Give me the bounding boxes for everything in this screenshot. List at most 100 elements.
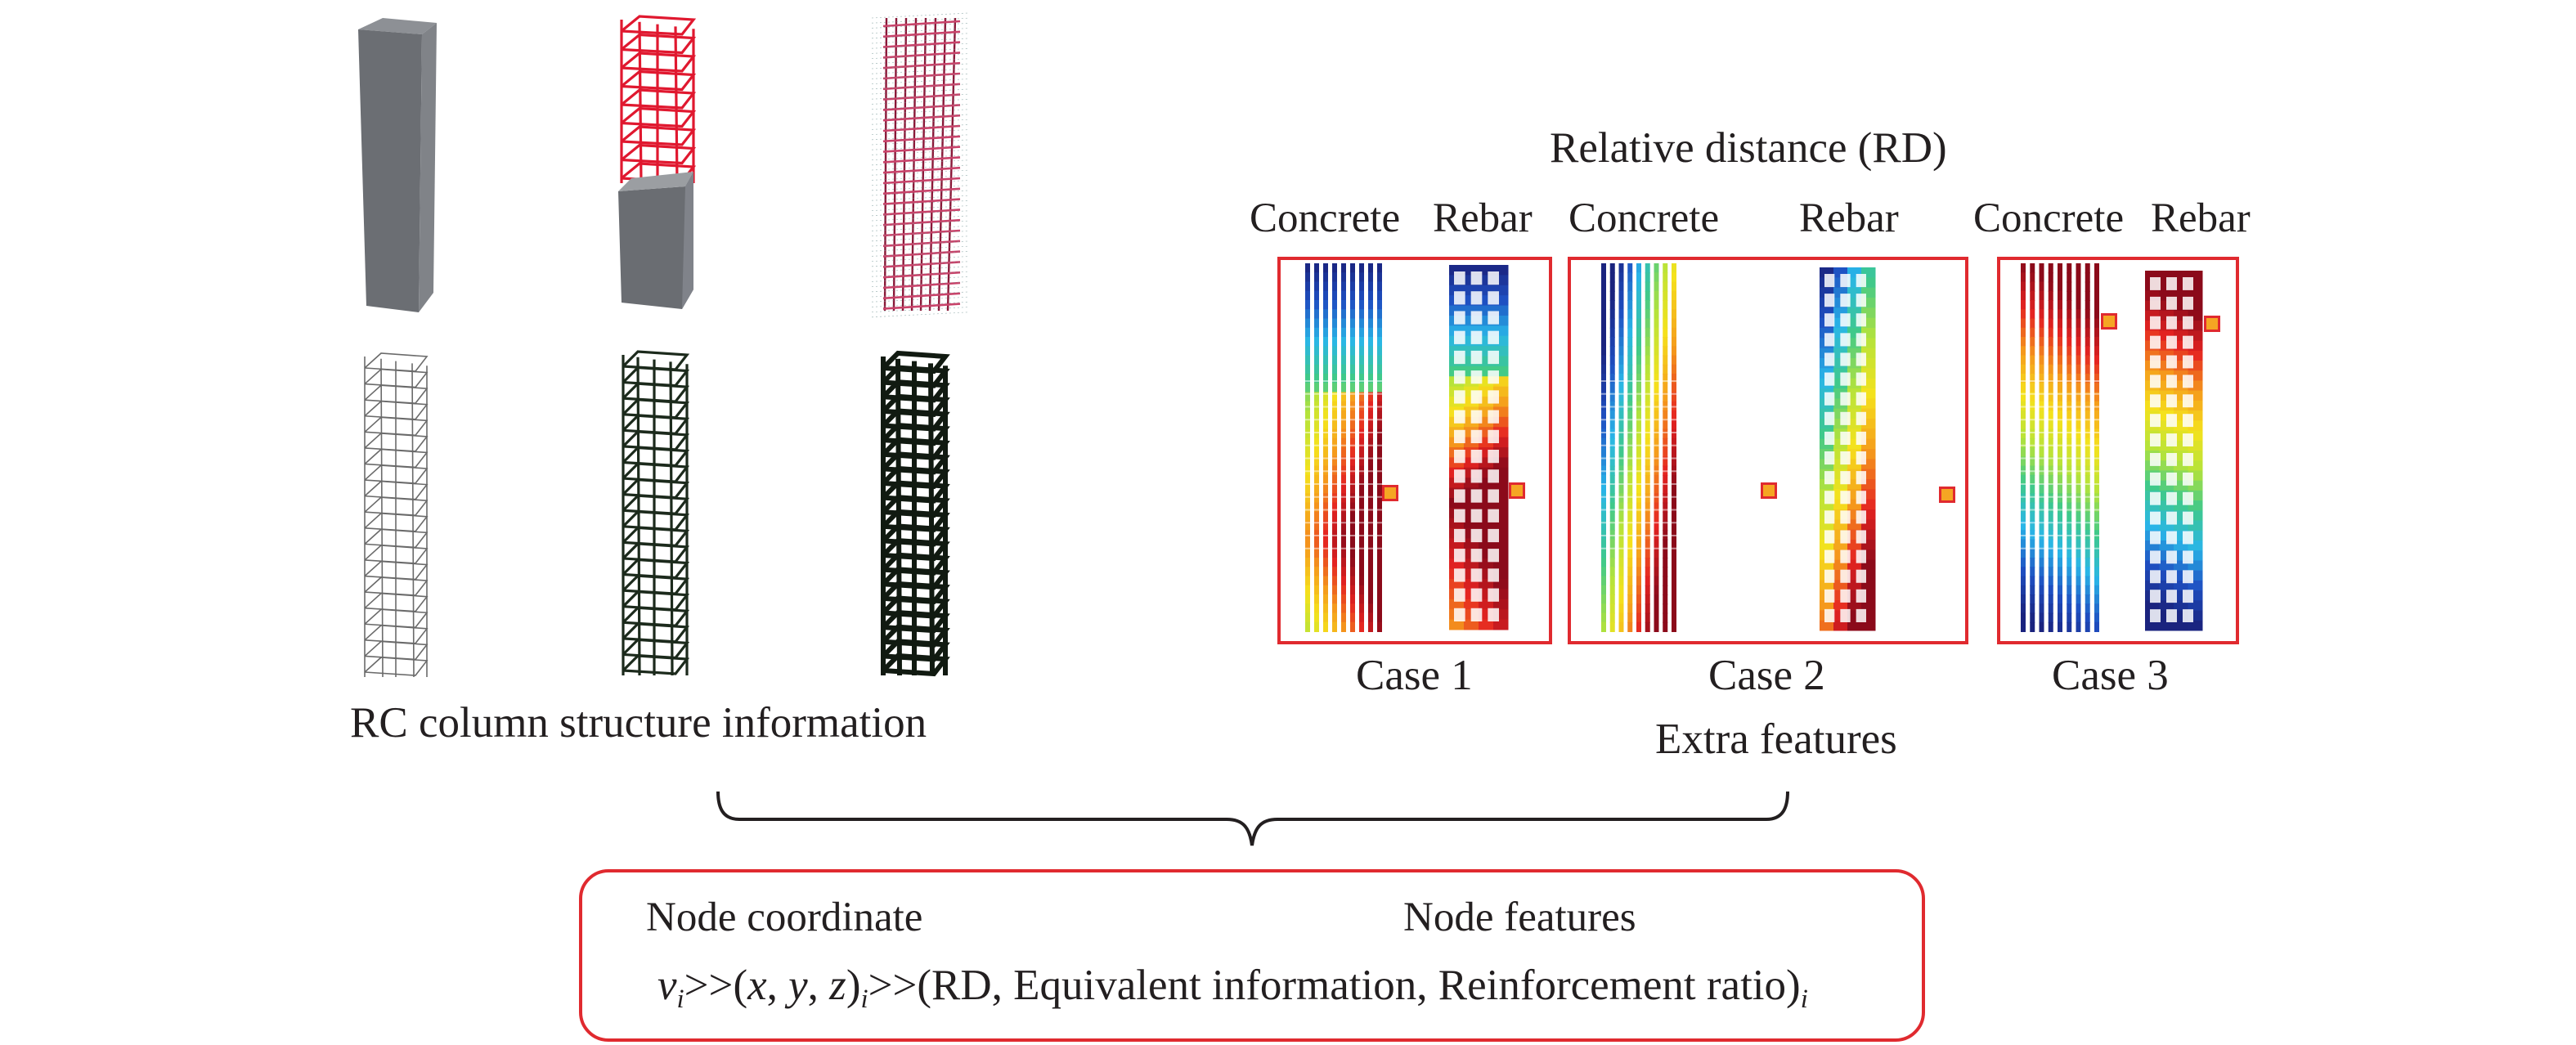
rebar-opening [2150, 433, 2161, 446]
node-features-label: Node features [1403, 895, 1636, 940]
rebar-opening [2183, 609, 2193, 622]
rebar-opening [1470, 528, 1483, 543]
rebar-opening [1488, 568, 1499, 582]
rebar-opening [1856, 510, 1866, 524]
rebar-bar [638, 21, 643, 184]
contour-cell [1847, 600, 1862, 611]
rebar-opening [1824, 608, 1835, 622]
rebar-opening [1488, 370, 1499, 384]
rebar-opening [2150, 531, 2161, 545]
contour-cell [2145, 600, 2160, 612]
rebar-opening [1488, 271, 1499, 285]
rebar-opening [2183, 277, 2193, 290]
case1-concrete-contour [1304, 263, 1383, 632]
rebar-cage-medium-model [622, 350, 690, 676]
case3-concrete-marker [2101, 313, 2117, 330]
node-definition-box: Node coordinate Node features vi>>(x, y,… [579, 869, 1925, 1042]
meshed-column-model [871, 12, 969, 318]
mesh-stirrup [882, 104, 961, 111]
formula-sub: i [676, 984, 684, 1014]
rebar-opening [1454, 410, 1465, 424]
rebar-opening [1840, 313, 1851, 327]
rebar-opening [1454, 509, 1465, 522]
rebar-opening [2166, 491, 2177, 505]
rebar-opening [1470, 450, 1483, 464]
rebar-opening [1856, 313, 1866, 327]
contour-cell [2174, 620, 2188, 631]
rebar-opening [1840, 471, 1851, 485]
rebar-opening [2150, 453, 2161, 466]
rebar-opening [1488, 311, 1499, 325]
case2-concrete-contour [1600, 263, 1677, 632]
rebar-opening [1488, 469, 1499, 483]
rebar-cage-thick-model [881, 350, 950, 677]
rebar-opening [2183, 394, 2193, 408]
rebar-opening [1856, 274, 1866, 288]
rebar-opening [1470, 271, 1483, 285]
rebar-opening [1824, 549, 1835, 563]
rebar-opening [1470, 509, 1483, 522]
rebar-opening [2150, 355, 2161, 369]
stirrup [622, 654, 690, 675]
rebar-opening [1824, 431, 1835, 445]
rebar-opening [2166, 394, 2177, 408]
formula-features: (RD, Equivalent information, Reinforceme… [917, 962, 1801, 1009]
contour-cell [1479, 619, 1494, 630]
rebar-opening [1470, 390, 1483, 404]
rebar-opening [2166, 374, 2177, 388]
rebar-opening [1856, 372, 1866, 386]
case3-rebar-contour [2145, 271, 2203, 631]
contour-cell [2188, 600, 2203, 612]
rebar-opening [1856, 431, 1866, 445]
stirrup [620, 106, 697, 128]
rebar-opening [2150, 394, 2161, 408]
rebar-opening [2150, 277, 2161, 290]
rebar-opening [2183, 472, 2193, 486]
case2-concrete-header: Concrete [1568, 195, 1720, 241]
rebar-opening [1840, 589, 1851, 603]
rebar-opening [2166, 453, 2177, 466]
rebar-opening [1856, 471, 1866, 485]
rebar-opening [1840, 549, 1851, 563]
rebar-opening [1824, 411, 1835, 425]
stirrup [620, 70, 697, 92]
mesh-stirrup [882, 52, 961, 59]
rebar-opening [2150, 570, 2161, 584]
rebar-opening [2150, 491, 2161, 505]
rebar-opening [2166, 335, 2177, 349]
rebar-opening [1824, 333, 1835, 347]
contour-cell [1479, 599, 1494, 610]
case2-rebar-contour [1820, 267, 1876, 631]
contour-cell [2145, 620, 2160, 631]
rebar-opening [1824, 569, 1835, 583]
case1-concrete-marker [1382, 485, 1398, 501]
case1-rebar-marker [1509, 482, 1525, 499]
rebar-opening [2150, 511, 2161, 525]
rebar-opening [1454, 271, 1465, 285]
rebar-opening [1840, 530, 1851, 544]
mesh-stirrup [882, 41, 961, 48]
mesh-stirrup [882, 156, 961, 164]
contour-cell [1833, 620, 1848, 631]
rebar-opening [1470, 311, 1483, 325]
rebar-opening [2183, 414, 2193, 428]
rebar-opening [1824, 510, 1835, 524]
rebar-opening [2166, 550, 2177, 564]
mesh-stirrup [882, 30, 961, 38]
mesh-stirrup [882, 303, 961, 310]
rebar-opening [1856, 608, 1866, 622]
rebar-opening [1488, 390, 1499, 404]
formula-paren: ( [733, 962, 748, 1009]
stirrup [620, 125, 697, 146]
mesh-stirrup [882, 124, 961, 132]
mesh-stirrup [882, 209, 961, 216]
mesh-stirrup [882, 20, 961, 28]
rebar-opening [1470, 291, 1483, 305]
rebar-opening [2183, 590, 2193, 603]
rebar-opening [1454, 608, 1465, 621]
mesh-stirrup [882, 229, 961, 237]
rebar-opening [1840, 294, 1851, 307]
case3-rebar-header: Rebar [2151, 195, 2251, 241]
rebar-opening [1856, 549, 1866, 563]
rebar-bar [411, 363, 415, 678]
